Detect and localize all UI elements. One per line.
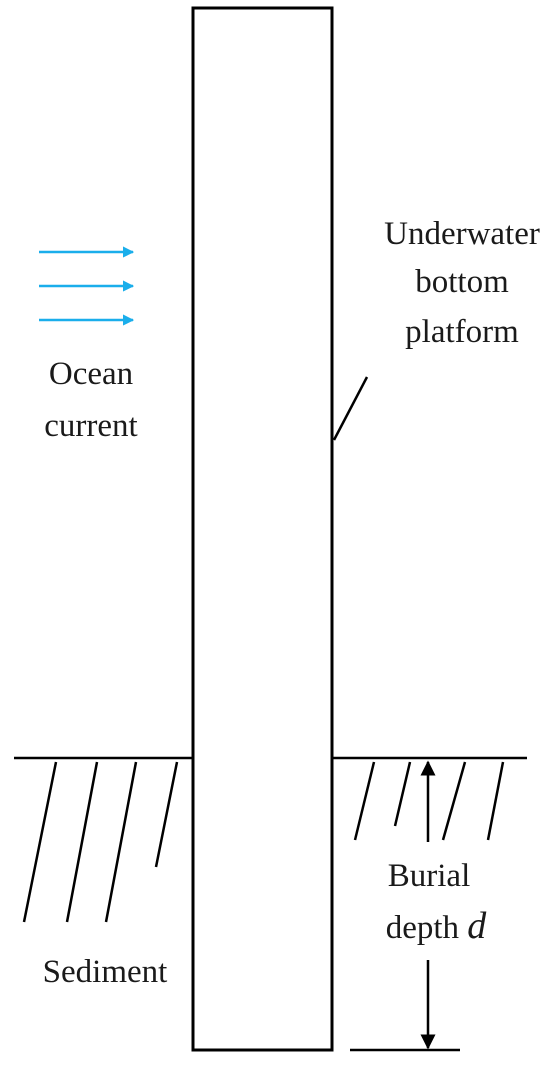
hatch-mark: [65, 761, 99, 923]
burial-label-line1: Burial: [388, 858, 470, 894]
hatch-mark: [22, 761, 58, 923]
ocean-current-arrows: [39, 246, 135, 326]
sediment-hatch-left: [22, 761, 179, 923]
hatch-mark: [154, 761, 179, 868]
platform-label-line1: Underwater: [384, 216, 540, 252]
hatch-mark: [104, 761, 138, 923]
platform-label-line2: bottom: [415, 264, 509, 300]
sediment-label: Sediment: [43, 954, 168, 990]
platform-label-line3: platform: [405, 314, 519, 350]
platform-leader-line: [332, 376, 369, 441]
platform-column: [191, 6, 334, 1052]
current-label-line1: Ocean: [49, 356, 133, 392]
sediment-hatch-right: [353, 761, 505, 841]
current-label-line2: current: [44, 408, 137, 444]
hatch-mark: [353, 761, 376, 841]
hatch-mark: [486, 761, 505, 841]
burial-depth-dimension: [350, 760, 460, 1052]
burial-depth-space: [459, 910, 467, 946]
burial-depth-symbol: d: [467, 905, 487, 947]
hatch-mark: [441, 761, 467, 841]
burial-depth-word: depth: [386, 910, 460, 946]
hatch-mark: [393, 761, 412, 827]
burial-label-line2: depth d: [386, 905, 488, 947]
